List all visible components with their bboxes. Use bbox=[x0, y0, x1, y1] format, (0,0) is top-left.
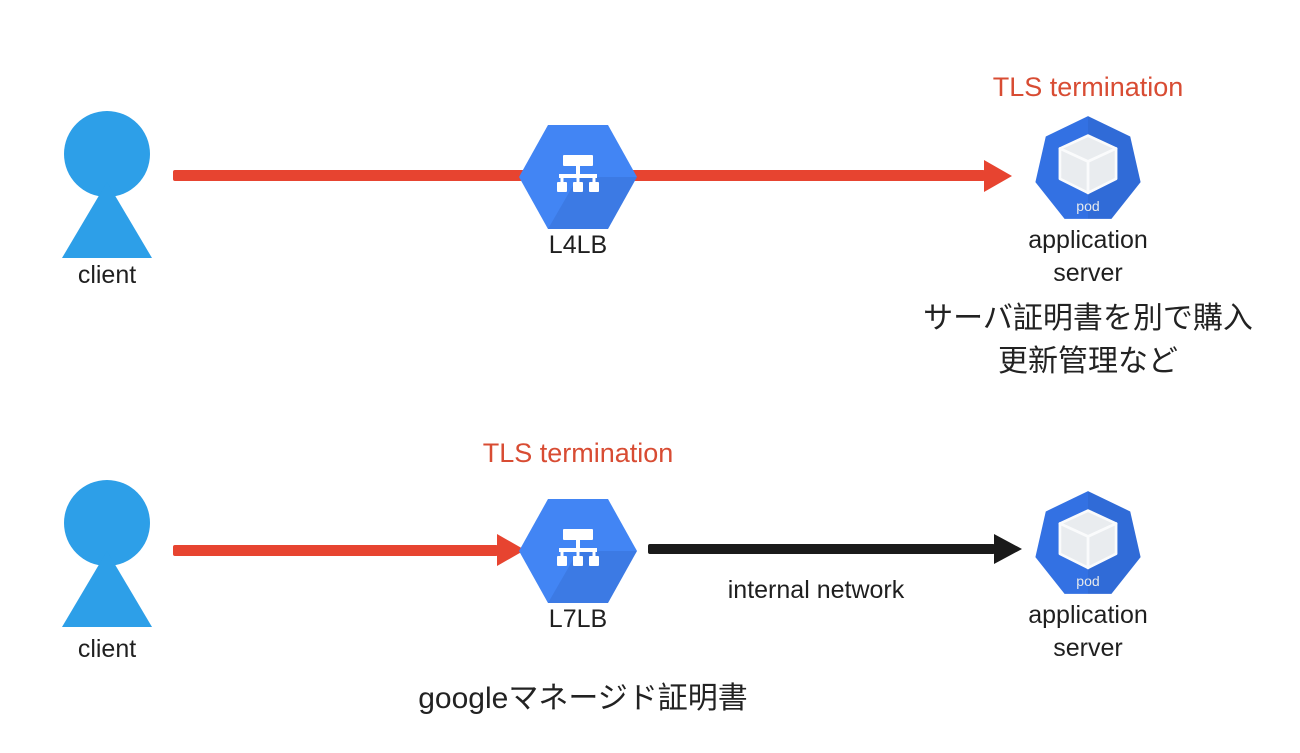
pod-text: pod bbox=[1076, 573, 1099, 589]
lb-label: L7LB bbox=[548, 605, 608, 633]
arrowhead-black-internal bbox=[994, 534, 1022, 564]
client-icon bbox=[62, 111, 152, 258]
pod-cube bbox=[1058, 509, 1118, 570]
arrow-black-internal bbox=[648, 544, 995, 554]
internal-network-label: internal network bbox=[727, 576, 905, 604]
client-head bbox=[64, 111, 150, 197]
tls-termination-label: TLS termination bbox=[482, 438, 674, 468]
server-label-line2: server bbox=[1053, 634, 1123, 662]
pod-text: pod bbox=[1076, 198, 1099, 214]
pod-icon: pod bbox=[1035, 491, 1141, 594]
lb-label: L4LB bbox=[548, 231, 608, 259]
server-label-line1: application bbox=[1028, 601, 1148, 629]
network-tree-glyph bbox=[557, 155, 599, 192]
client-label: client bbox=[77, 635, 137, 663]
client-head bbox=[64, 480, 150, 566]
hexagon-shadow bbox=[548, 177, 637, 229]
load-balancer-icon bbox=[519, 125, 637, 229]
server-label-line1: application bbox=[1028, 226, 1148, 254]
server-label-line2: server bbox=[1053, 259, 1123, 287]
arrow-red-row2 bbox=[173, 545, 498, 556]
note-line1: サーバ証明書を別で購入 bbox=[923, 302, 1253, 335]
note-google-managed-cert: googleマネージド証明書 bbox=[418, 682, 748, 715]
network-tree-glyph bbox=[557, 529, 599, 566]
pod-cube bbox=[1058, 134, 1118, 195]
client-body bbox=[62, 551, 152, 627]
tls-termination-label: TLS termination bbox=[992, 72, 1184, 102]
arrowhead-red-row1 bbox=[984, 160, 1012, 192]
load-balancer-icon bbox=[519, 499, 637, 603]
hexagon-shadow bbox=[548, 551, 637, 603]
client-body bbox=[62, 182, 152, 258]
client-icon bbox=[62, 480, 152, 627]
note-line2: 更新管理など bbox=[998, 345, 1178, 378]
client-label: client bbox=[77, 261, 137, 289]
pod-icon: pod bbox=[1035, 116, 1141, 219]
